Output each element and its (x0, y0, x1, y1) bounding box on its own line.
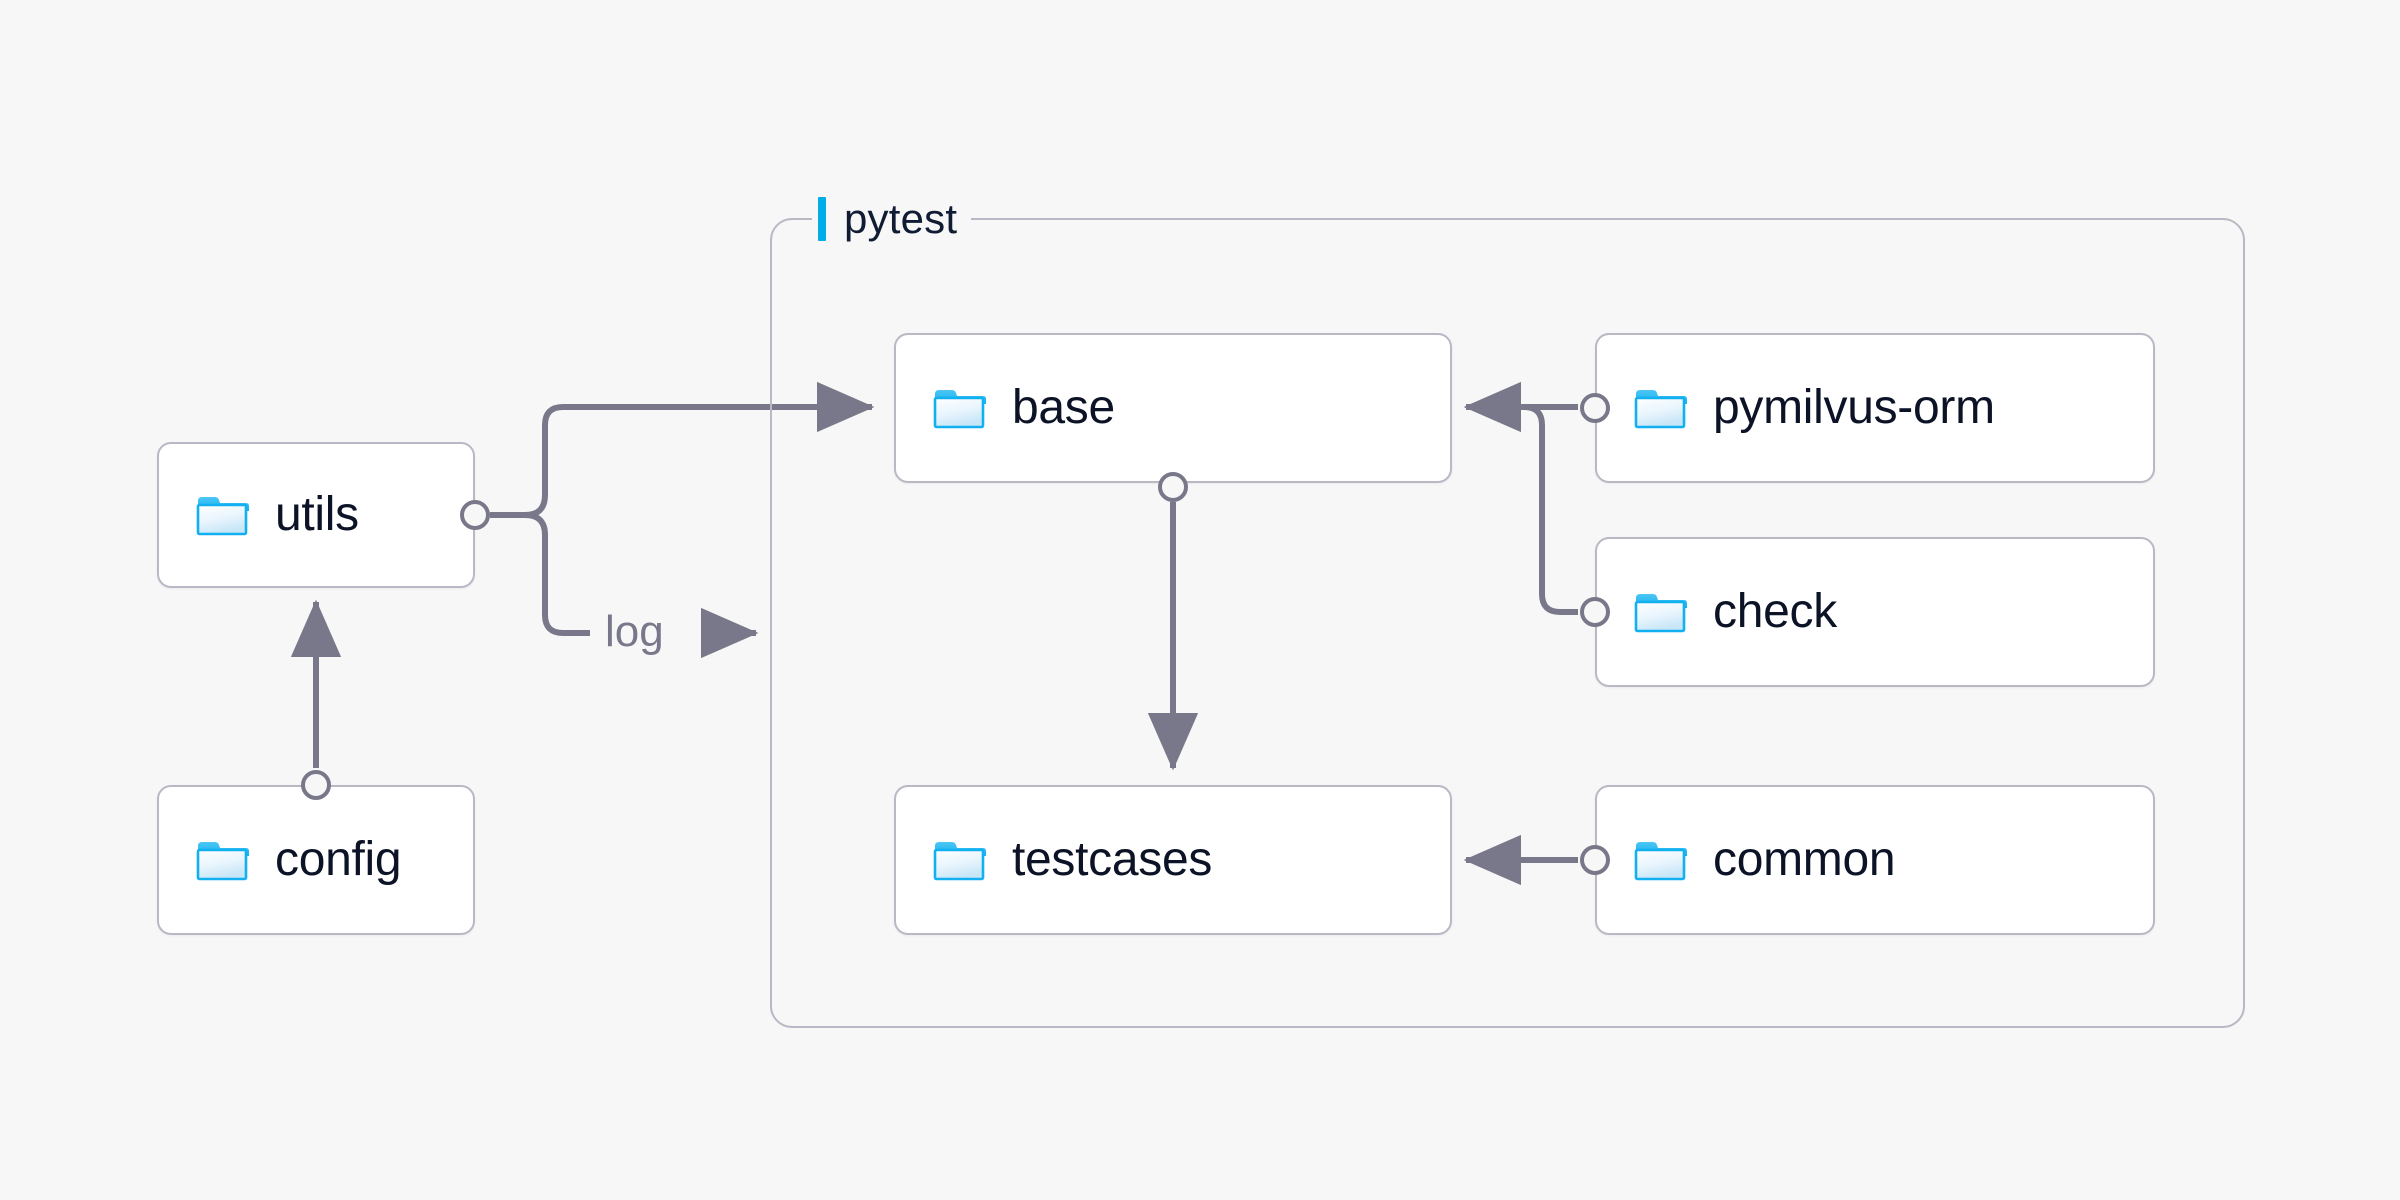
node-base[interactable]: base (894, 333, 1452, 483)
folder-icon (196, 497, 249, 536)
pytest-group-container[interactable] (770, 218, 2245, 1028)
folder-icon (1634, 390, 1687, 429)
port-pymilvus-orm-left[interactable] (1580, 393, 1610, 423)
port-config-top[interactable] (301, 770, 331, 800)
node-testcases[interactable]: testcases (894, 785, 1452, 935)
node-utils[interactable]: utils (157, 442, 475, 588)
folder-icon (933, 390, 986, 429)
node-label-config: config (275, 833, 402, 886)
node-config[interactable]: config (157, 785, 475, 935)
pytest-group-title: pytest (844, 195, 958, 242)
port-base-bottom[interactable] (1158, 472, 1188, 502)
node-label-check: check (1713, 585, 1837, 638)
folder-icon (933, 842, 986, 881)
node-label-common: common (1713, 833, 1896, 886)
port-common-left[interactable] (1580, 845, 1610, 875)
node-label-utils: utils (275, 488, 359, 541)
node-label-pymilvus-orm: pymilvus-orm (1713, 381, 1995, 434)
edge-label-log: log (605, 607, 664, 656)
group-accent-bar (818, 197, 826, 241)
folder-icon (1634, 842, 1687, 881)
node-label-testcases: testcases (1012, 833, 1213, 886)
pytest-group-header: pytest (812, 188, 972, 250)
node-common[interactable]: common (1595, 785, 2155, 935)
edge-utils-to-log (524, 512, 590, 636)
node-pymilvus-orm[interactable]: pymilvus-orm (1595, 333, 2155, 483)
port-utils-right[interactable] (460, 500, 490, 530)
folder-icon (196, 842, 249, 881)
node-label-base: base (1012, 381, 1115, 434)
folder-icon (1634, 594, 1687, 633)
node-check[interactable]: check (1595, 537, 2155, 687)
port-check-left[interactable] (1580, 597, 1610, 627)
